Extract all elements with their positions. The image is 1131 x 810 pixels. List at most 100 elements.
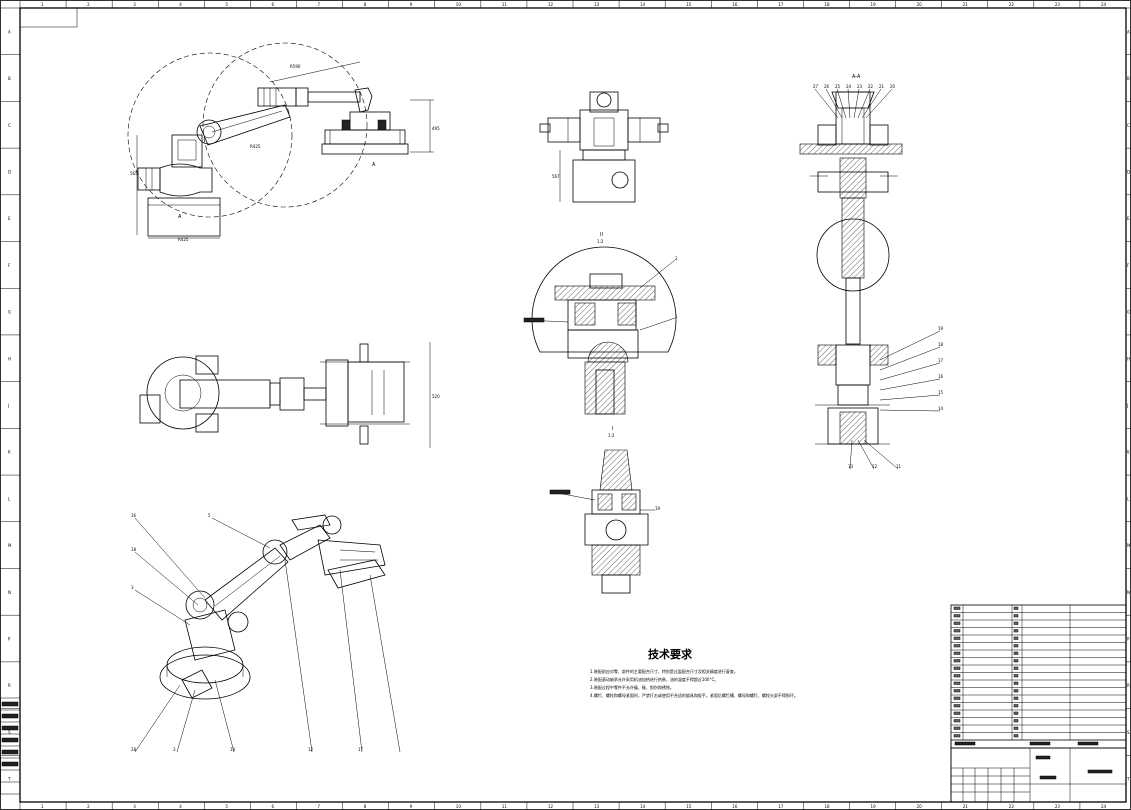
parts-row-number-mark <box>953 711 961 715</box>
column-number: 3 <box>133 804 136 809</box>
column-number: 4 <box>179 2 182 7</box>
row-letter: L <box>8 496 11 501</box>
leader-line <box>849 439 853 470</box>
parts-row-number-mark <box>953 644 961 648</box>
row-letter: E <box>1127 216 1130 221</box>
part-balloon: 26 <box>824 84 830 89</box>
column-number: 22 <box>1009 2 1015 7</box>
column-number: 9 <box>410 804 413 809</box>
leader-line <box>879 378 941 391</box>
column-number: 4 <box>179 804 182 809</box>
part-balloon: 13 <box>848 464 854 469</box>
dim-height-right: 495 <box>432 126 440 131</box>
leader-line <box>176 689 196 753</box>
row-letter: S <box>1127 730 1130 735</box>
leader-line <box>134 684 181 753</box>
dim-front-height: 567 <box>552 174 560 179</box>
dim-arm-length: R590 <box>290 64 301 69</box>
column-number: 18 <box>824 2 830 7</box>
parts-row-qty-mark <box>1013 734 1019 738</box>
leader-line <box>134 551 199 606</box>
row-letter: N <box>1127 590 1130 595</box>
tech-req-item-3: 3.装配过程中零件不允许磕、碰、划伤和锈蚀。 <box>590 684 674 690</box>
leader-line <box>879 346 941 371</box>
part-balloon: 18 <box>938 342 944 347</box>
row-letter: A <box>1127 29 1130 34</box>
detail-ii-scale: 1:2 <box>597 239 604 244</box>
row-letter: T <box>1126 777 1130 782</box>
column-number: 8 <box>364 2 367 7</box>
column-number: 6 <box>271 2 274 7</box>
column-number: 14 <box>640 2 646 7</box>
column-number: 19 <box>871 2 877 7</box>
row-letter: B <box>1127 76 1130 81</box>
parts-row-qty-mark <box>1013 704 1019 708</box>
tech-req-item-1: 1.装配前应对零、部件的主要配合尺寸，特别是过盈配合尺寸及相关精度进行复查。 <box>590 668 738 674</box>
row-letter: E <box>8 216 11 221</box>
row-letter: F <box>8 263 11 268</box>
column-number: 13 <box>594 2 600 7</box>
column-number: 11 <box>502 804 508 809</box>
part-balloon: 10 <box>230 747 236 752</box>
parts-row-qty-mark <box>1013 651 1019 655</box>
column-number: 7 <box>318 804 321 809</box>
parts-row-number-mark <box>953 606 961 610</box>
leader-line <box>214 679 235 753</box>
technical-requirements: 技术要求 1.装配前应对零、部件的主要配合尺寸，特别是过盈配合尺寸及相关精度进行… <box>590 647 798 698</box>
leader-line <box>861 88 882 119</box>
row-letter: K <box>1127 450 1130 455</box>
leader-line <box>863 439 899 470</box>
parts-row-qty-mark <box>1013 719 1019 723</box>
part-balloon: 17 <box>358 747 364 752</box>
detail-ii-label: II <box>600 232 603 238</box>
row-letter: A <box>8 29 11 34</box>
part-balloon: 12 <box>872 464 878 469</box>
left-revision-block <box>0 697 21 795</box>
row-letter: M <box>8 543 12 548</box>
leader-line <box>836 88 847 119</box>
column-number: 22 <box>1009 804 1015 809</box>
parts-row-qty-mark <box>1013 711 1019 715</box>
parts-row-number-mark <box>953 614 961 618</box>
top-view: 520 <box>139 342 440 448</box>
column-number: 1 <box>41 804 44 809</box>
leader-line <box>857 88 871 119</box>
leader-line <box>134 589 191 626</box>
parts-row-qty-mark <box>1013 629 1019 633</box>
detail-i-view: I 1:2 <box>549 426 655 594</box>
column-number: 11 <box>502 2 508 7</box>
parts-row-number-mark <box>953 636 961 640</box>
parts-row-qty-mark <box>1013 606 1019 610</box>
column-number: 20 <box>917 2 923 7</box>
row-letter: B <box>8 76 11 81</box>
part-balloon: 11 <box>896 464 902 469</box>
tech-req-item-4: 4.螺钉、螺栓和螺母紧固时，严禁打击或使用不合适的旋具和扳手。紧固后螺钉槽、螺母… <box>590 692 798 698</box>
detail-i-label: I <box>612 426 613 432</box>
row-letter: N <box>8 590 11 595</box>
part-balloon: 19 <box>655 506 661 511</box>
column-number: 16 <box>732 2 738 7</box>
column-number: 8 <box>364 804 367 809</box>
row-letter: G <box>8 310 11 315</box>
parts-row-qty-mark <box>1013 614 1019 618</box>
parts-row-number-mark <box>953 696 961 700</box>
row-letter: L <box>1127 496 1130 501</box>
row-letter: C <box>8 123 11 128</box>
leader-line <box>211 517 271 549</box>
leader-line <box>853 88 860 119</box>
column-number: 16 <box>732 804 738 809</box>
part-balloon: 22 <box>868 84 874 89</box>
row-letter: F <box>1127 263 1130 268</box>
detail-i-scale: 1:2 <box>608 433 615 438</box>
leader-line <box>814 88 839 119</box>
column-number: 24 <box>1101 804 1107 809</box>
part-balloon: 25 <box>835 84 841 89</box>
column-number: 3 <box>133 2 136 7</box>
